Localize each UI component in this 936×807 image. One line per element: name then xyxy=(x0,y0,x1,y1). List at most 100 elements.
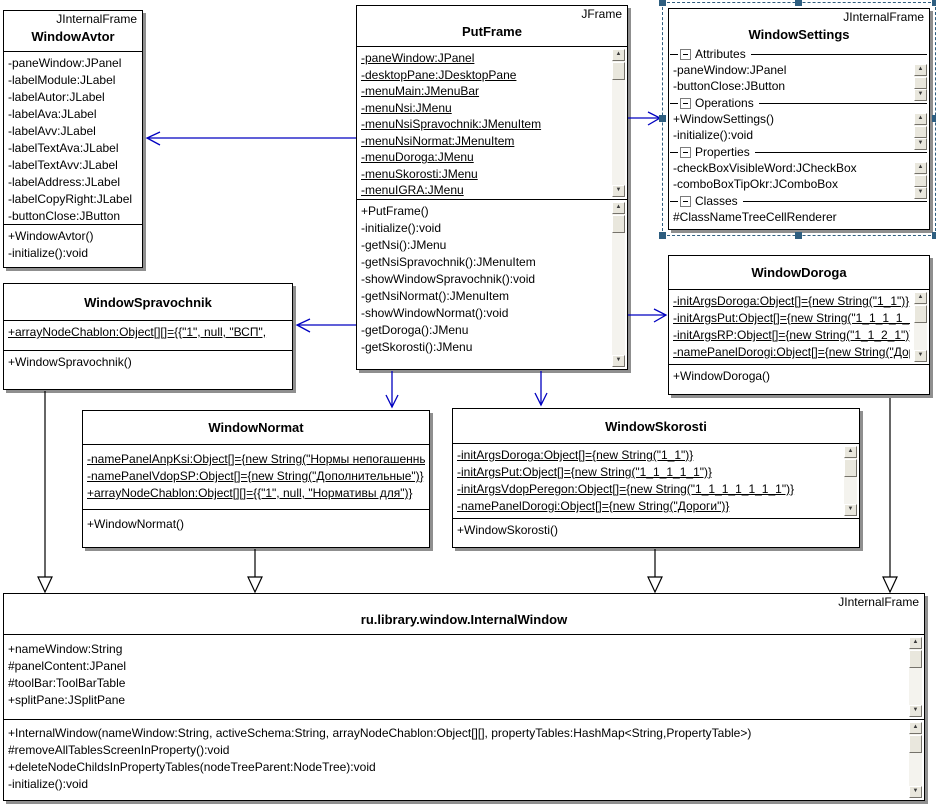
scroll-thumb[interactable] xyxy=(914,126,927,138)
dependency-arrow-putframe-to-windowspravochnik[interactable] xyxy=(295,318,356,333)
scroll-up-button[interactable]: ▲ xyxy=(914,162,927,174)
selection-handle[interactable] xyxy=(659,232,666,239)
selection-handle[interactable] xyxy=(795,0,802,6)
attribute-line: #toolBar:ToolBarTable xyxy=(8,676,126,690)
scroll-up-button[interactable]: ▲ xyxy=(914,64,927,76)
dependency-arrow-putframe-to-windowskorosti[interactable] xyxy=(534,371,548,407)
scroll-thumb[interactable] xyxy=(909,650,922,668)
vertical-scrollbar[interactable]: ▲▼ xyxy=(844,446,857,516)
class-box-windownormat[interactable]: WindowNormat -namePanelAnpKsi:Object[]={… xyxy=(82,410,430,548)
attributes-compartment: +arrayNodeChablon:Object[][]={{"1", null… xyxy=(4,321,292,350)
vertical-scrollbar[interactable]: ▲▼ xyxy=(612,49,625,197)
collapse-icon[interactable] xyxy=(680,97,691,109)
scroll-track[interactable] xyxy=(914,323,927,350)
attribute-line: -labelTextAvv:JLabel xyxy=(8,158,118,172)
methods-compartment: +WindowSpravochnik() xyxy=(4,350,292,389)
dependency-arrow-putframe-to-windownormat[interactable] xyxy=(385,371,399,409)
method-line: -showWindowNormat():void xyxy=(361,306,509,320)
vertical-scrollbar[interactable]: ▲▼ xyxy=(909,637,922,717)
scroll-down-button[interactable]: ▼ xyxy=(914,138,927,150)
method-line: +deleteNodeChildsInPropertyTables(nodeTr… xyxy=(8,760,376,774)
scroll-down-button[interactable]: ▼ xyxy=(844,504,857,516)
scroll-thumb[interactable] xyxy=(914,305,927,323)
scroll-down-button[interactable]: ▼ xyxy=(612,355,625,367)
scroll-up-button[interactable]: ▲ xyxy=(612,202,625,214)
scroll-down-button[interactable]: ▼ xyxy=(914,187,927,199)
divider xyxy=(750,53,927,55)
class-box-windowdoroga[interactable]: WindowDoroga -initArgsDoroga:Object[]={n… xyxy=(668,255,930,395)
scroll-track[interactable] xyxy=(909,668,922,705)
scroll-thumb[interactable] xyxy=(612,62,625,80)
vertical-scrollbar[interactable]: ▲▼ xyxy=(914,113,927,150)
attribute-line: -menuNsiSpravochnik:JMenuItem xyxy=(361,117,542,131)
scroll-up-button[interactable]: ▲ xyxy=(612,49,625,61)
inheritance-arrow-windownormat-to-internalwindow[interactable] xyxy=(247,549,263,594)
collapse-icon[interactable] xyxy=(680,195,691,207)
selection-handle[interactable] xyxy=(659,115,666,122)
dependency-arrow-putframe-to-windowavtor[interactable] xyxy=(145,131,356,146)
selection-handle[interactable] xyxy=(932,115,936,122)
class-title: WindowDoroga xyxy=(669,256,929,290)
scroll-thumb[interactable] xyxy=(844,459,857,477)
vertical-scrollbar[interactable]: ▲▼ xyxy=(914,64,927,101)
class-box-windowspravochnik[interactable]: WindowSpravochnik +arrayNodeChablon:Obje… xyxy=(3,283,293,390)
collapse-icon[interactable] xyxy=(680,48,691,60)
class-title: WindowSpravochnik xyxy=(4,284,292,321)
scroll-up-button[interactable]: ▲ xyxy=(914,113,927,125)
method-line: +WindowNormat() xyxy=(87,517,185,531)
vertical-scrollbar[interactable]: ▲▼ xyxy=(612,202,625,367)
method-line: +InternalWindow(nameWindow:String, activ… xyxy=(8,726,752,740)
class-box-putframe[interactable]: JFrame PutFrame -paneWindow:JPanel-deskt… xyxy=(356,5,628,370)
methods-compartment: +PutFrame()-initialize():void-getNsi():J… xyxy=(357,199,627,369)
vertical-scrollbar[interactable]: ▲▼ xyxy=(914,292,927,362)
scroll-track[interactable] xyxy=(909,753,922,786)
inheritance-arrow-windowskorosti-to-internalwindow[interactable] xyxy=(647,549,663,594)
method-line: -showWindowSpravochnik():void xyxy=(361,272,536,286)
class-box-windowskorosti[interactable]: WindowSkorosti -initArgsDoroga:Object[]=… xyxy=(452,408,860,548)
scroll-up-button[interactable]: ▲ xyxy=(844,446,857,458)
scroll-up-button[interactable]: ▲ xyxy=(909,722,922,734)
vertical-scrollbar[interactable]: ▲▼ xyxy=(909,722,922,798)
attribute-line: -paneWindow:JPanel xyxy=(361,51,475,65)
selection-handle[interactable] xyxy=(932,232,936,239)
scroll-down-button[interactable]: ▼ xyxy=(909,786,922,798)
vertical-scrollbar[interactable]: ▲▼ xyxy=(914,162,927,199)
attribute-line: -initArgsDoroga:Object[]={new String("1_… xyxy=(673,294,910,308)
inheritance-arrow-windowspravochnik-to-internalwindow[interactable] xyxy=(37,391,53,594)
attribute-line: -initArgsPut:Object[]={new String("1_1_1… xyxy=(673,311,910,325)
class-box-internalwindow[interactable]: JInternalFrame ru.library.window.Interna… xyxy=(3,593,925,801)
attributes-compartment: -initArgsDoroga:Object[]={new String("1_… xyxy=(669,290,929,364)
scroll-down-button[interactable]: ▼ xyxy=(914,350,927,362)
scroll-thumb[interactable] xyxy=(909,735,922,753)
class-title: WindowAvtor xyxy=(31,29,115,44)
method-line: +WindowSettings() xyxy=(673,112,775,126)
scroll-track[interactable] xyxy=(612,233,625,355)
scroll-up-button[interactable]: ▲ xyxy=(909,637,922,649)
dependency-arrow-putframe-to-windowdoroga[interactable] xyxy=(628,308,668,323)
scroll-thumb[interactable] xyxy=(914,77,927,89)
attribute-line: -initArgsPut:Object[]={new String("1_1_1… xyxy=(457,465,712,479)
scroll-track[interactable] xyxy=(844,477,857,504)
class-title: WindowSettings xyxy=(748,27,850,42)
class-box-windowsettings[interactable]: JInternalFrame WindowSettings Attributes… xyxy=(668,8,930,230)
inheritance-arrow-windowdoroga-to-internalwindow[interactable] xyxy=(882,398,898,594)
scroll-down-button[interactable]: ▼ xyxy=(909,705,922,717)
scroll-thumb[interactable] xyxy=(914,175,927,187)
class-header: JInternalFrame WindowAvtor xyxy=(4,11,142,52)
scroll-up-button[interactable]: ▲ xyxy=(914,292,927,304)
section-header-attributes: Attributes xyxy=(669,46,929,62)
selection-handle[interactable] xyxy=(795,232,802,239)
scroll-down-button[interactable]: ▼ xyxy=(612,185,625,197)
dependency-arrow-putframe-to-windowsettings[interactable] xyxy=(628,111,662,126)
selection-handle[interactable] xyxy=(659,0,666,6)
class-box-windowavtor[interactable]: JInternalFrame WindowAvtor -paneWindow:J… xyxy=(3,10,143,268)
scroll-track[interactable] xyxy=(612,80,625,185)
section-label: Classes xyxy=(695,193,738,208)
collapse-icon[interactable] xyxy=(680,146,691,158)
scroll-thumb[interactable] xyxy=(612,215,625,233)
methods-compartment: +WindowNormat() xyxy=(83,509,429,547)
method-line: -getDoroga():JMenu xyxy=(361,323,469,337)
attributes-compartment: -paneWindow:JPanel-desktopPane:JDesktopP… xyxy=(357,47,627,199)
selection-handle[interactable] xyxy=(932,0,936,6)
scroll-down-button[interactable]: ▼ xyxy=(914,89,927,101)
